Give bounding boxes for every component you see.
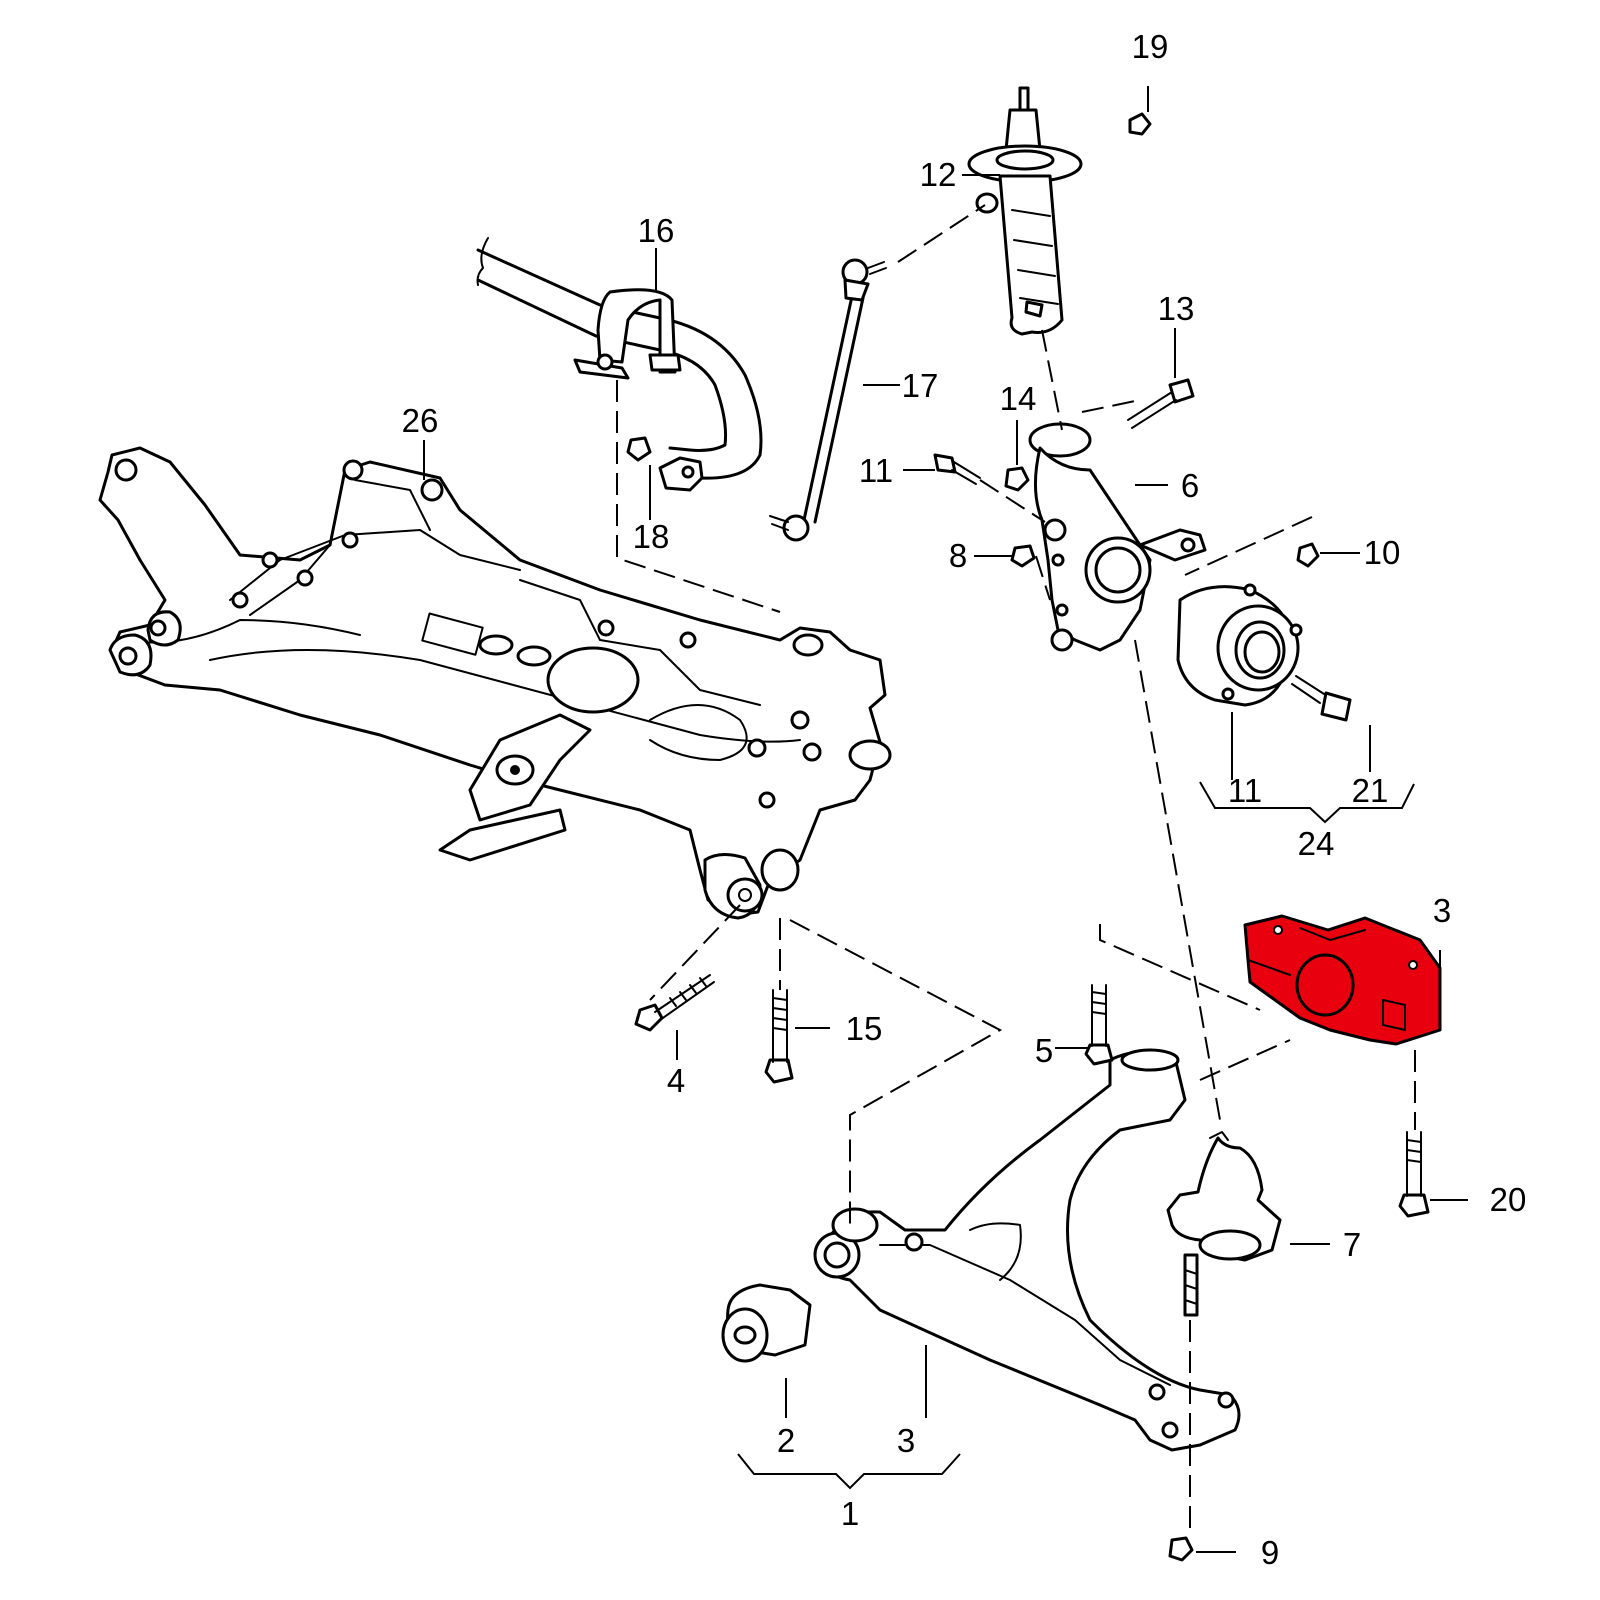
bolts — [634, 378, 1430, 1562]
callout-18: 18 — [633, 518, 670, 555]
wheel-bearing-housing — [1028, 422, 1207, 652]
callout-21: 21 — [1352, 772, 1389, 809]
callout-3-wishbone: 3 — [897, 1422, 915, 1459]
callout-2: 2 — [777, 1422, 795, 1459]
callout-8: 8 — [949, 537, 967, 574]
callout-16: 16 — [638, 212, 675, 249]
callout-11-left: 11 — [859, 452, 893, 489]
subframe — [98, 446, 892, 920]
callout-11-hub: 11 — [1228, 772, 1262, 809]
callout-17: 17 — [902, 367, 939, 404]
callout-14: 14 — [1000, 380, 1037, 417]
callout-7: 7 — [1343, 1226, 1361, 1263]
coupling-rod — [769, 258, 887, 542]
wishbone — [813, 1048, 1241, 1452]
callout-10: 10 — [1364, 534, 1401, 571]
callout-9: 9 — [1261, 1534, 1279, 1571]
callout-24: 24 — [1298, 825, 1335, 862]
leader-lines — [423, 86, 1468, 1553]
callout-13: 13 — [1158, 290, 1195, 327]
wheel-hub — [1176, 583, 1352, 722]
bonded-bush — [721, 1283, 812, 1363]
callout-6: 6 — [1181, 467, 1199, 504]
callout-26: 26 — [402, 402, 439, 439]
callout-4: 4 — [667, 1062, 685, 1099]
stabilizer-bar — [476, 237, 763, 492]
callout-12: 12 — [920, 156, 957, 193]
callout-15: 15 — [846, 1010, 883, 1047]
assembly-lines — [616, 204, 1416, 1530]
callout-20: 20 — [1490, 1181, 1527, 1218]
callout-19: 19 — [1132, 28, 1169, 65]
highlighted-mounting-bracket — [1243, 914, 1442, 1046]
callout-5: 5 — [1035, 1032, 1053, 1069]
callout-1: 1 — [841, 1495, 859, 1532]
shock-strut — [967, 86, 1152, 336]
callout-3-highlight: 3 — [1433, 892, 1451, 929]
callouts: 19 12 16 13 17 14 26 11 6 18 10 8 11 21 … — [402, 28, 1527, 1571]
suspension-joint — [1166, 1131, 1282, 1317]
